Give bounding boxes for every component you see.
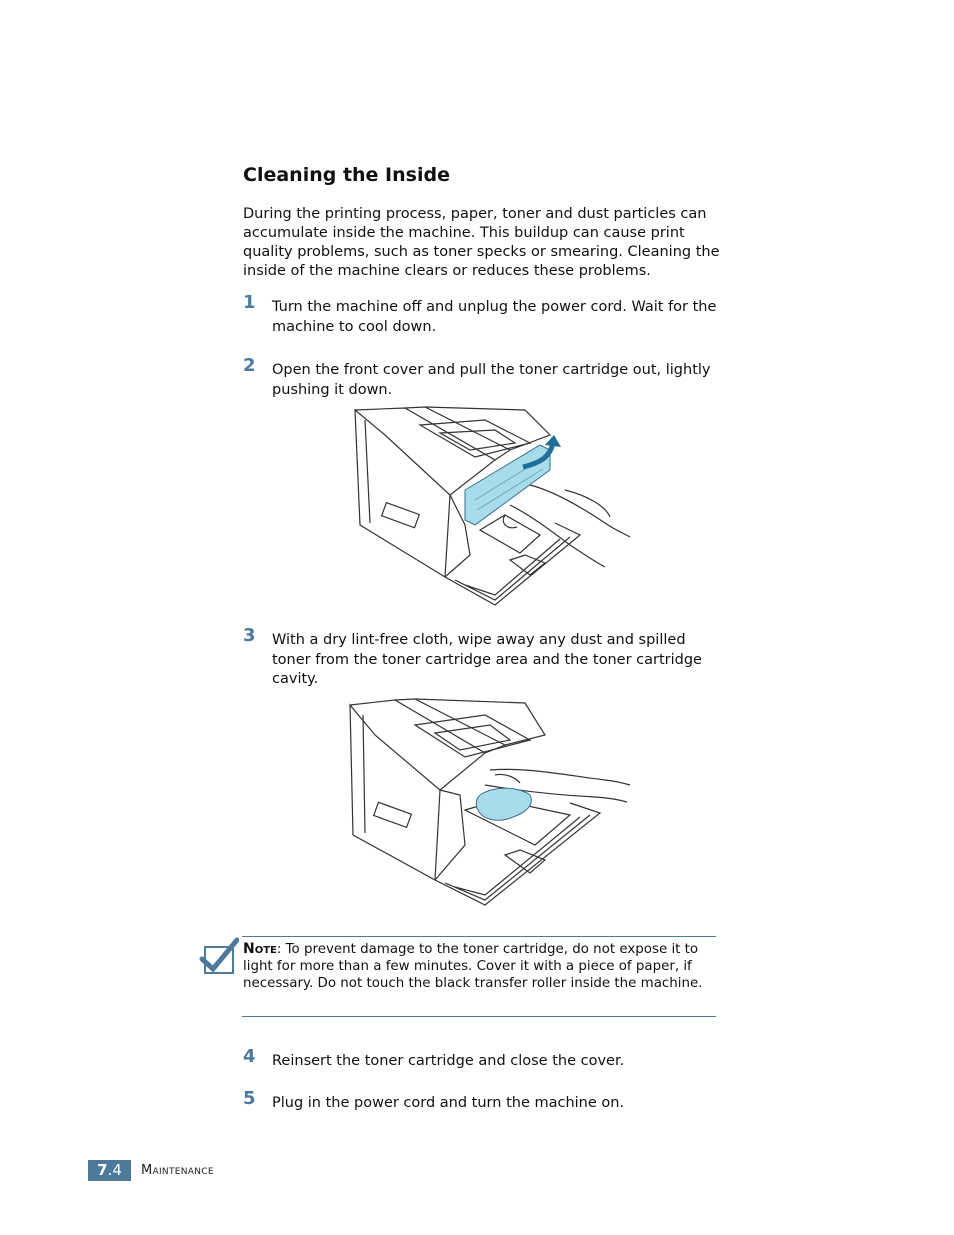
- remove-toner-illustration: [354, 406, 631, 606]
- step-text: With a dry lint-free cloth, wipe away an…: [272, 632, 702, 687]
- note-top-rule: [242, 936, 716, 937]
- chapter-number: 7: [97, 1161, 108, 1179]
- note-text: Note: To prevent damage to the toner car…: [243, 941, 715, 992]
- step-text: Reinsert the toner cartridge and close t…: [272, 1053, 625, 1069]
- checkmark-note-icon: [199, 937, 239, 974]
- section-title: Cleaning the Inside: [243, 164, 450, 186]
- step-number: 4: [243, 1046, 256, 1067]
- footer-section-name: Maintenance: [141, 1163, 214, 1178]
- step-number: 1: [243, 292, 256, 313]
- step-text: Turn the machine off and unplug the powe…: [272, 299, 717, 335]
- step-text: Open the front cover and pull the toner …: [272, 362, 711, 398]
- step-text: Plug in the power cord and turn the mach…: [272, 1095, 625, 1111]
- note-label: Note: [243, 941, 277, 957]
- step-number: 2: [243, 355, 256, 376]
- intro-paragraph: During the printing process, paper, tone…: [243, 206, 720, 279]
- step-number: 5: [243, 1088, 256, 1109]
- note-bottom-rule: [242, 1016, 716, 1017]
- note-body: : To prevent damage to the toner cartrid…: [243, 942, 703, 991]
- wipe-cartridge-area-illustration: [349, 698, 631, 906]
- page-number: .4: [107, 1161, 122, 1179]
- page-number-badge: 7.4: [88, 1160, 131, 1181]
- step-number: 3: [243, 625, 256, 646]
